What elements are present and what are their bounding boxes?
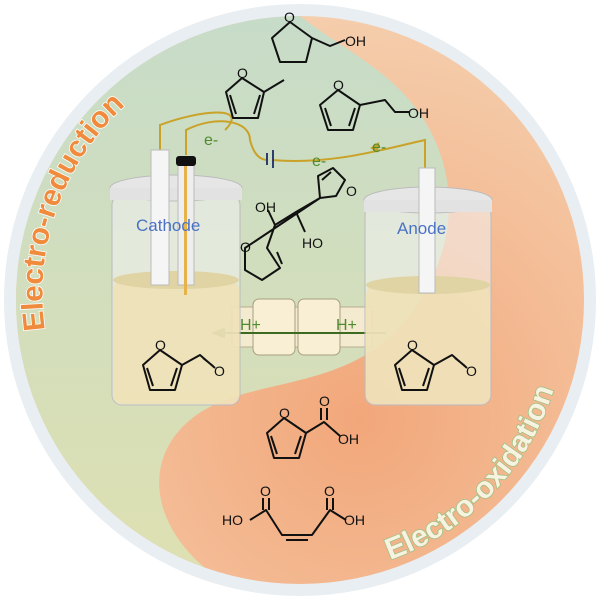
cathode-cell bbox=[109, 149, 243, 406]
membrane-bridge bbox=[231, 298, 373, 356]
furfural-cathode: O O bbox=[142, 337, 225, 391]
svg-text:O: O bbox=[346, 183, 357, 199]
electron-label: e- bbox=[312, 153, 326, 170]
svg-text:O: O bbox=[155, 337, 166, 353]
svg-text:O: O bbox=[279, 405, 290, 421]
furfuryl-alcohol: O OH bbox=[319, 77, 429, 131]
svg-text:O: O bbox=[284, 9, 295, 25]
electron-label: e- bbox=[372, 139, 386, 156]
furfural-anode: O O bbox=[394, 337, 477, 391]
svg-text:OH: OH bbox=[255, 199, 276, 215]
svg-text:O: O bbox=[260, 483, 271, 499]
svg-text:OH: OH bbox=[408, 105, 429, 121]
svg-text:HO: HO bbox=[222, 512, 243, 528]
proton-label: H+ bbox=[336, 317, 357, 334]
electron-label: e- bbox=[204, 132, 218, 149]
svg-text:O: O bbox=[333, 77, 344, 93]
svg-text:HO: HO bbox=[302, 235, 323, 251]
svg-text:OH: OH bbox=[344, 512, 365, 528]
reference-electrode-cap bbox=[176, 156, 196, 166]
svg-text:O: O bbox=[237, 65, 248, 81]
external-circuit bbox=[159, 111, 426, 170]
svg-text:O: O bbox=[407, 337, 418, 353]
anode-cell bbox=[363, 167, 493, 406]
svg-text:OH: OH bbox=[338, 431, 359, 447]
svg-text:O: O bbox=[214, 363, 225, 379]
anode-label: Anode bbox=[397, 219, 446, 238]
svg-text:O: O bbox=[324, 483, 335, 499]
2-methylfuran: O bbox=[225, 65, 285, 119]
svg-text:O: O bbox=[240, 239, 251, 255]
svg-text:OH: OH bbox=[345, 33, 366, 49]
cathode-label: Cathode bbox=[136, 216, 200, 235]
svg-text:O: O bbox=[319, 393, 330, 409]
proton-label: H+ bbox=[240, 317, 261, 334]
hydrofuroin: OH HO O O bbox=[240, 167, 357, 281]
2-furoic-acid: O O OH bbox=[266, 393, 359, 459]
maleic-acid: HO O O OH bbox=[222, 483, 365, 541]
svg-text:O: O bbox=[466, 363, 477, 379]
tetrahydrofurfuryl-alcohol: O OH bbox=[271, 9, 366, 63]
battery-icon bbox=[266, 150, 274, 168]
